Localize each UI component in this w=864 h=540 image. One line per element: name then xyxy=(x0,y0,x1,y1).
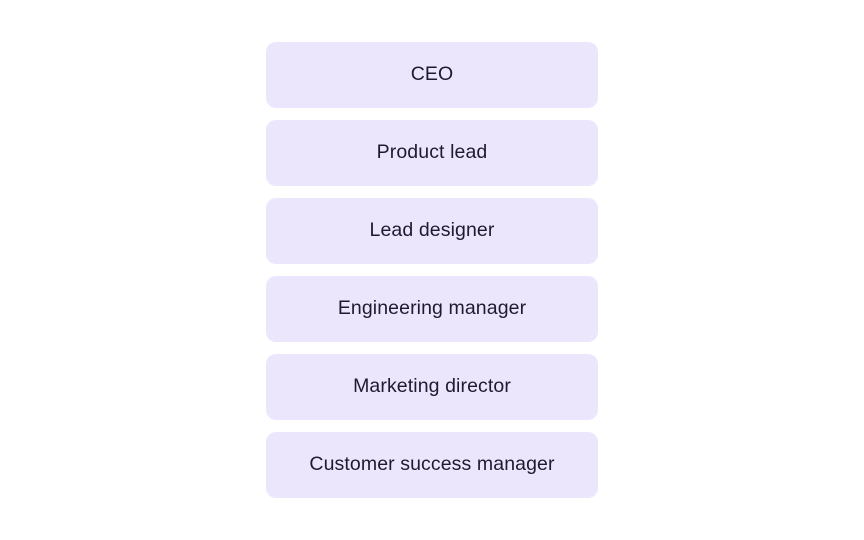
role-card-label: Engineering manager xyxy=(337,297,527,320)
role-card-label: Product lead xyxy=(376,141,488,164)
role-card-list: CEO Product lead Lead designer Engineeri… xyxy=(266,42,598,498)
list-item[interactable]: Engineering manager xyxy=(266,276,598,342)
list-item[interactable]: Customer success manager xyxy=(266,432,598,498)
list-item[interactable]: Product lead xyxy=(266,120,598,186)
list-item[interactable]: CEO xyxy=(266,42,598,108)
role-card-label: Lead designer xyxy=(369,219,495,242)
list-item[interactable]: Marketing director xyxy=(266,354,598,420)
list-item[interactable]: Lead designer xyxy=(266,198,598,264)
role-card-label: Customer success manager xyxy=(309,453,555,476)
role-card-label: CEO xyxy=(410,63,454,86)
role-card-label: Marketing director xyxy=(353,375,511,398)
